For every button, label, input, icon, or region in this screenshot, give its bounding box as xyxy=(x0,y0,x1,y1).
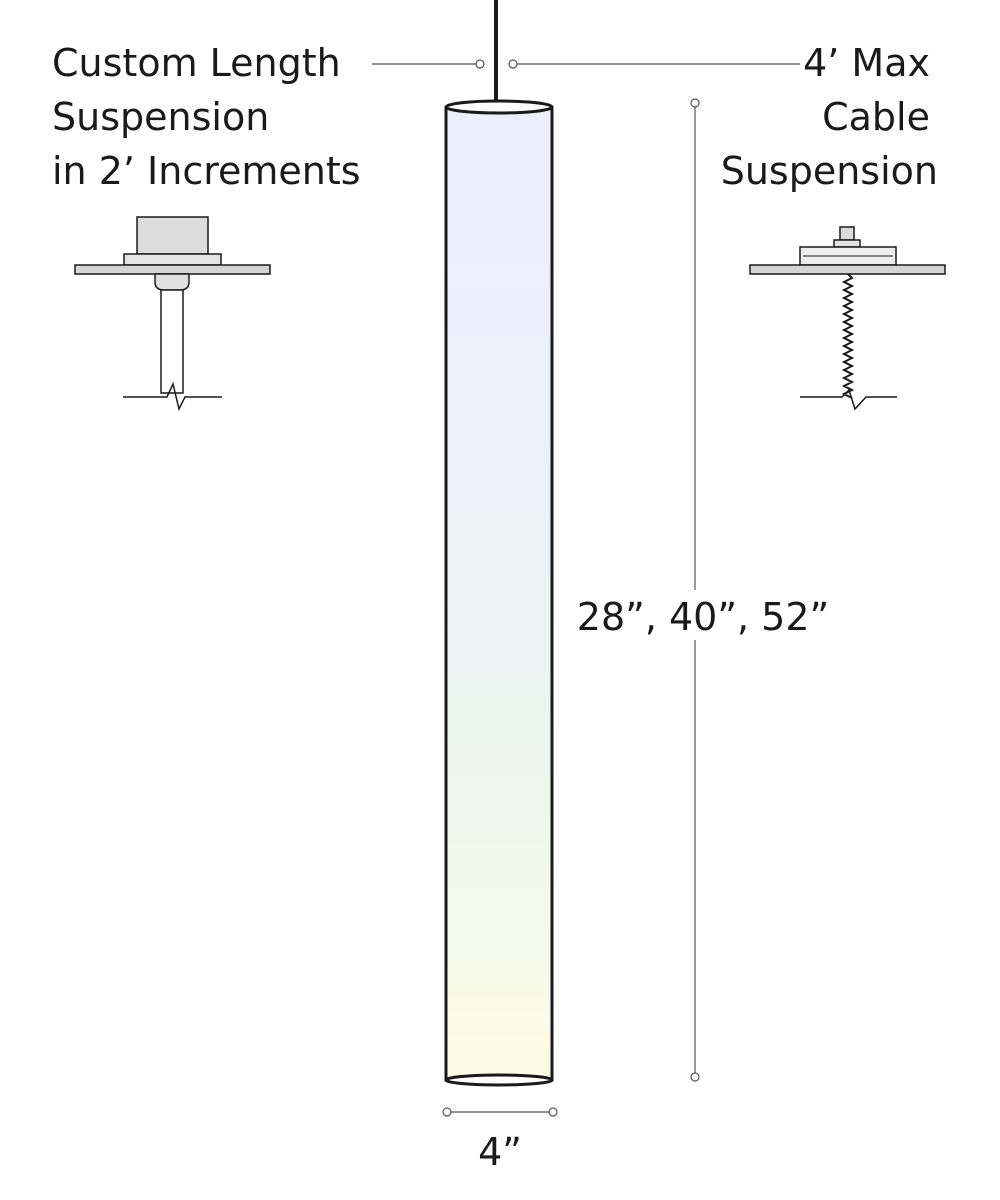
left-callout-line-1: Custom Length xyxy=(52,41,341,85)
rod-mount-break-line xyxy=(123,381,222,412)
cable-mount-coiled-cable xyxy=(841,273,855,399)
height-label-backdrop xyxy=(580,590,826,640)
rod-mount-ceiling xyxy=(74,264,271,275)
right-callout-leader xyxy=(508,59,800,69)
cable-mount-break-line xyxy=(800,388,897,411)
pendant-fixture xyxy=(444,0,554,1087)
cable-mount-ceiling xyxy=(749,264,946,275)
width-dimension-line xyxy=(442,1107,558,1117)
rod-mount-canopy xyxy=(123,253,222,266)
cylinder-body xyxy=(444,106,554,1082)
right-callout-line-3: Suspension xyxy=(721,149,938,193)
cable-mount-gripper-top xyxy=(839,226,855,241)
left-callout-line-2: Suspension xyxy=(52,95,269,139)
height-dimension-label: 28”, 40”, 52” xyxy=(577,595,829,639)
left-callout-leader xyxy=(372,59,485,69)
rod-mount-detail xyxy=(74,216,271,412)
cylinder-bottom-lens xyxy=(444,1073,554,1087)
right-callout-line-1: 4’ Max xyxy=(803,41,930,85)
left-callout-line-3: in 2’ Increments xyxy=(52,149,361,193)
rod-mount-stem xyxy=(160,289,184,394)
width-dimension-label: 4” xyxy=(478,1130,522,1174)
cable-mount-detail xyxy=(749,226,946,411)
cylinder-top-cap xyxy=(444,99,554,115)
right-callout-line-2: Cable xyxy=(822,95,930,139)
rod-mount-junction-box xyxy=(136,216,209,255)
cable-mount-gripper-base xyxy=(833,239,861,248)
rod-mount-stem-cap xyxy=(154,273,190,291)
